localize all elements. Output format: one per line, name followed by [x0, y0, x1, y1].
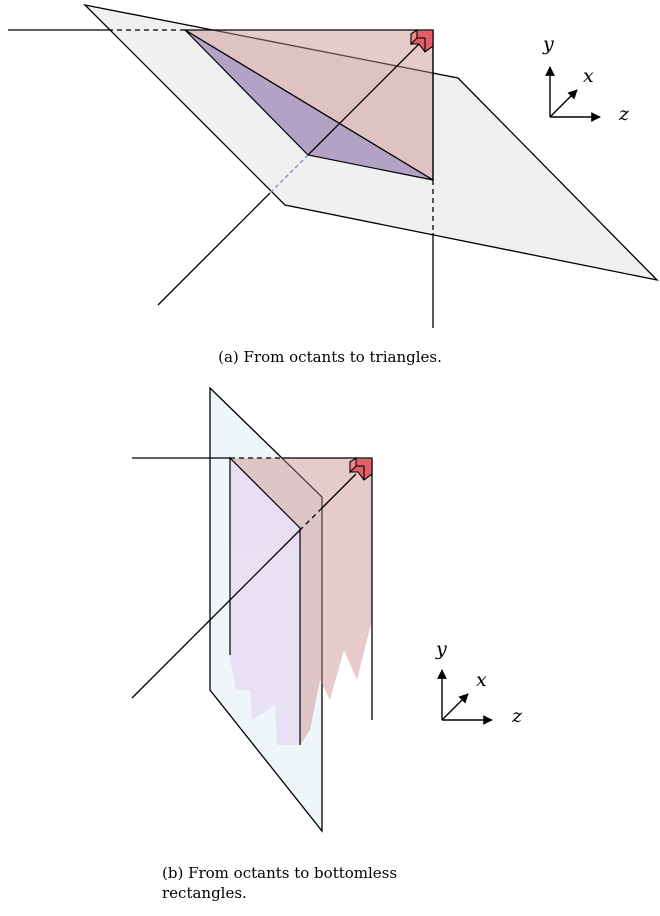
figure-b-diagram: y x z: [131, 386, 523, 833]
caption-b: (b) From octants to bottomless rectangle…: [162, 864, 398, 902]
axis-label-x-b: x: [476, 669, 487, 691]
lavender-face-edge: [229, 456, 301, 745]
axis-indicator-b: y x z: [435, 638, 523, 727]
lavender-rectangle-face: [230, 458, 300, 745]
axis-label-y-b: y: [435, 638, 447, 660]
octant-cube-icon: [410, 28, 434, 53]
figure-a-diagram: y x z: [8, 3, 659, 328]
axis-indicator-a: y x z: [542, 33, 630, 125]
axis-line-diagonal: [307, 29, 434, 156]
caption-a: (a) From octants to triangles.: [218, 348, 442, 366]
axis-line-diagonal-b-inside: [209, 529, 301, 621]
axis-line-diagonal-b-lower: [131, 619, 211, 699]
violet-triangle-face: [184, 29, 434, 181]
axis-line-diagonal-b: [321, 473, 357, 509]
axis-line-diagonal-lower: [157, 192, 271, 306]
axis-label-x: x: [583, 65, 594, 87]
octant-cube-icon-b: [349, 456, 373, 481]
axis-label-z: z: [618, 103, 630, 125]
axis-label-y: y: [542, 33, 554, 55]
axis-line-diagonal-hidden: [269, 154, 309, 194]
axis-label-z-b: z: [511, 705, 523, 727]
